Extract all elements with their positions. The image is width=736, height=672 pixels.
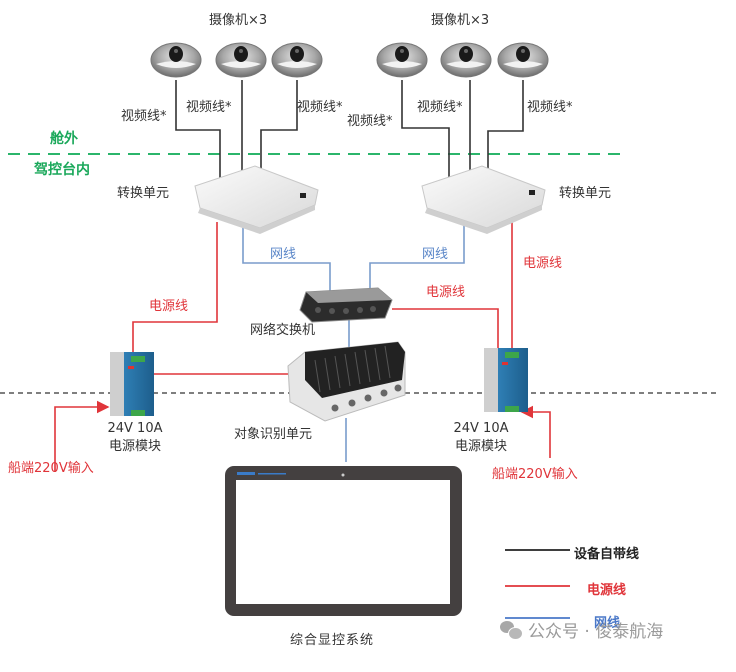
watermark-text: 公众号 · 俊泰航海 <box>528 622 664 642</box>
zone-label-inside: 驾控台内 <box>34 162 90 178</box>
display-device <box>225 466 462 616</box>
watermark: 公众号 · 俊泰航海 <box>500 617 663 642</box>
camera-icon <box>497 42 549 78</box>
video-cable-label: 视频线* <box>186 100 232 115</box>
device-cables-left <box>175 80 298 178</box>
recognition-unit-device <box>287 341 406 422</box>
psu-right-device <box>484 348 528 412</box>
psu-right-label-line2: 电源模块 <box>454 439 507 454</box>
psu-left-label-line1: 24V 10A <box>107 421 163 436</box>
video-cable-label: 视频线* <box>527 100 573 115</box>
psu-left-device <box>110 352 154 416</box>
camera-icon <box>215 42 267 78</box>
network-cables <box>242 222 465 462</box>
camera-group <box>150 42 549 78</box>
converter-unit-right <box>421 165 546 234</box>
legend-network-cable-label: 网线 <box>594 616 621 631</box>
power-cable-switch-label: 电源线 <box>426 285 466 300</box>
camera-group-right-title: 摄像机×3 <box>431 13 490 28</box>
video-cable-label: 视频线* <box>347 114 393 129</box>
legend-power-cable-label: 电源线 <box>587 583 627 598</box>
camera-icon <box>440 42 492 78</box>
video-cable-label: 视频线* <box>297 100 343 115</box>
video-cable-label: 视频线* <box>121 109 167 124</box>
camera-group-left-title: 摄像机×3 <box>209 13 268 28</box>
legend-device-cable-label: 设备自带线 <box>574 547 640 562</box>
psu-right-label-line1: 24V 10A <box>453 421 509 436</box>
camera-icon <box>271 42 323 78</box>
network-cable-left-label: 网线 <box>270 247 297 262</box>
camera-icon <box>150 42 202 78</box>
zone-label-outside: 舱外 <box>50 131 78 147</box>
converter-right-label: 转换单元 <box>559 186 612 201</box>
converter-left-label: 转换单元 <box>117 186 170 201</box>
display-system-label: 综合显控系统 <box>290 633 375 648</box>
camera-icon <box>376 42 428 78</box>
video-cable-label: 视频线* <box>417 100 463 115</box>
power-cable-left-label: 电源线 <box>149 299 189 314</box>
power-cables <box>54 222 551 472</box>
device-cables-right <box>401 80 524 178</box>
wechat-icon <box>500 620 523 640</box>
network-cable-right-label: 网线 <box>422 247 449 262</box>
input-left-label: 船端220V输入 <box>8 461 94 476</box>
power-cable-right-label: 电源线 <box>523 256 563 271</box>
switch-label: 网络交换机 <box>250 323 316 338</box>
converter-unit-left <box>194 165 319 234</box>
network-switch-device <box>299 287 393 323</box>
legend-lines <box>505 549 570 619</box>
psu-left-label-line2: 电源模块 <box>108 439 161 454</box>
input-right-label: 船端220V输入 <box>492 467 578 482</box>
recognition-unit-label: 对象识别单元 <box>234 427 313 442</box>
